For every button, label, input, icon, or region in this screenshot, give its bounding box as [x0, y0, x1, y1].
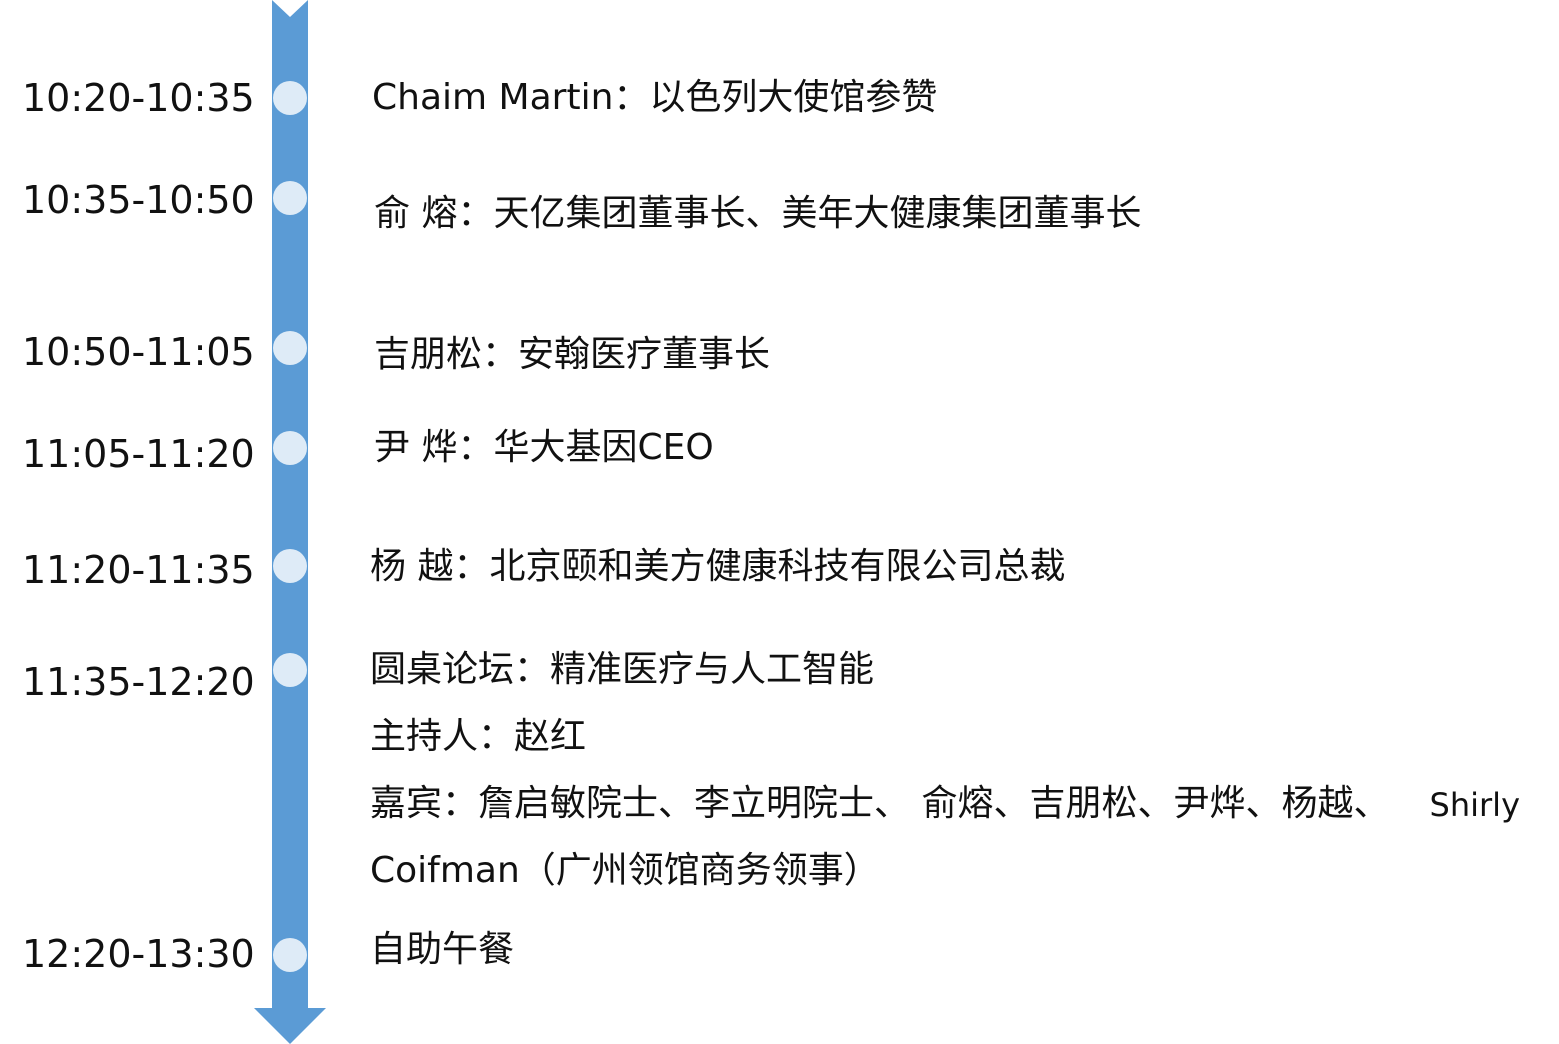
timeline-node-6 — [273, 653, 307, 687]
timeline-node-5 — [273, 549, 307, 583]
time-slot-5: 11:20-11:35 — [22, 548, 255, 592]
roundtable-title: 圆桌论坛：精准医疗与人工智能 — [370, 649, 875, 690]
speaker-4: 尹 烨：华大基因CEO — [374, 427, 714, 468]
roundtable-block: 圆桌论坛：精准医疗与人工智能 主持人：赵红 嘉宾：詹启敏院士、李立明院士、 俞熔… — [370, 652, 1520, 889]
roundtable-guests: 嘉宾：詹启敏院士、李立明院士、 俞熔、吉朋松、尹烨、杨越、 Shirly — [370, 786, 1520, 822]
speaker-3: 吉朋松：安翰医疗董事长 — [374, 334, 771, 375]
timeline-nodes — [273, 81, 307, 972]
time-slot-3: 10:50-11:05 — [22, 330, 255, 374]
time-slot-4: 11:05-11:20 — [22, 432, 255, 476]
time-slot-2: 10:35-10:50 — [22, 178, 255, 222]
timeline-node-4 — [273, 431, 307, 465]
timeline-node-1 — [273, 81, 307, 115]
roundtable-guests-main: 嘉宾：詹启敏院士、李立明院士、 俞熔、吉朋松、尹烨、杨越、 — [370, 783, 1390, 824]
speaker-5: 杨 越：北京颐和美方健康科技有限公司总裁 — [370, 546, 1066, 587]
timeline-node-3 — [273, 331, 307, 365]
roundtable-host: 主持人：赵红 — [370, 716, 587, 757]
time-slot-7: 12:20-13:30 — [22, 932, 255, 976]
timeline-node-7 — [273, 938, 307, 972]
time-slot-6: 11:35-12:20 — [22, 660, 255, 704]
speaker-2: 俞 熔：天亿集团董事长、美年大健康集团董事长 — [374, 193, 1142, 234]
timeline-arrow — [254, 0, 326, 1044]
speaker-7: 自助午餐 — [370, 929, 515, 970]
roundtable-guests-cont: Coifman（广州领馆商务领事） — [370, 850, 880, 891]
timeline-node-2 — [273, 181, 307, 215]
speaker-1: Chaim Martin：以色列大使馆参赞 — [372, 77, 938, 118]
time-slot-1: 10:20-10:35 — [22, 76, 255, 120]
roundtable-guests-shirly: Shirly — [1429, 786, 1520, 824]
